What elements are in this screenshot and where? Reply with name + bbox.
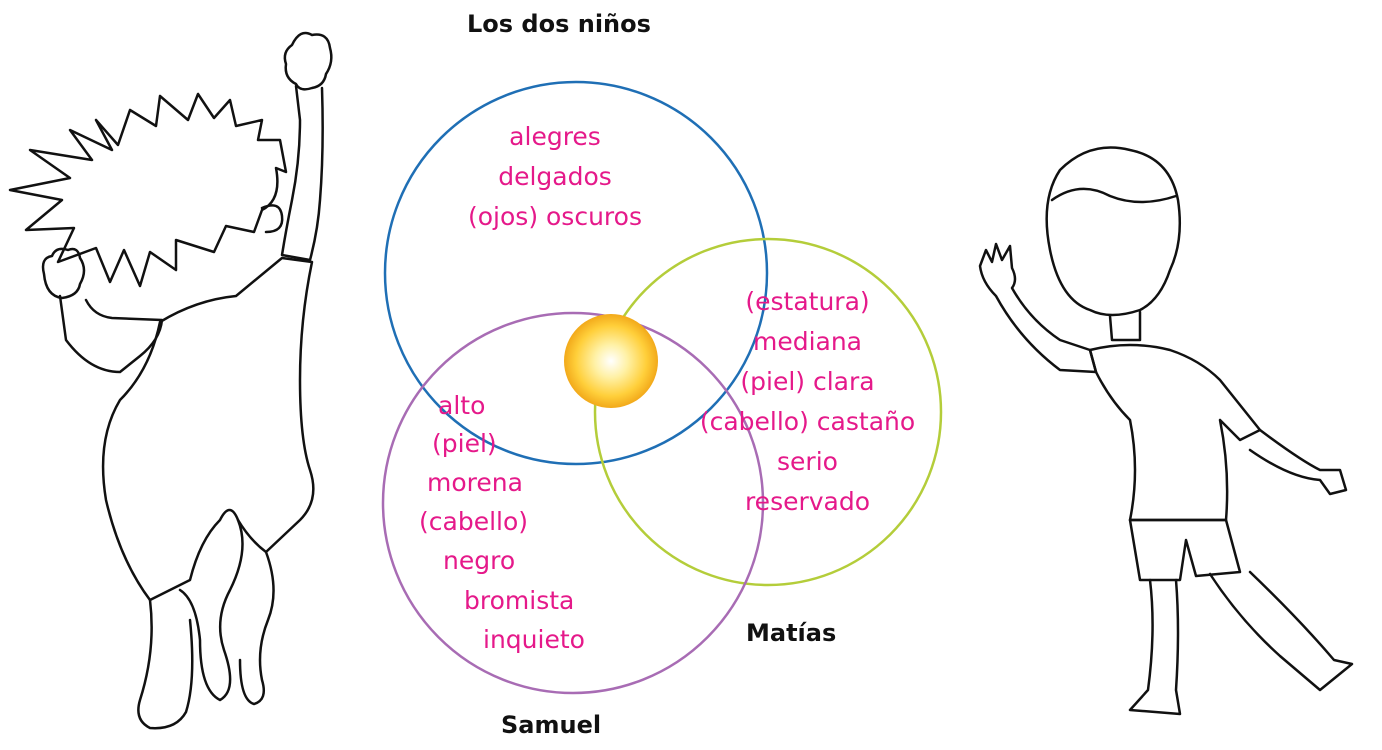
samuel-trait: bromista <box>464 586 575 615</box>
waving-child-outline <box>978 146 1354 716</box>
samuel-trait: (piel) <box>432 429 497 458</box>
matias-trait: reservado <box>744 487 871 516</box>
shared-traits-list: alegres delgados (ojos) oscuros <box>430 117 680 237</box>
jumping-child-outline <box>8 31 333 730</box>
samuel-trait: morena <box>427 468 523 497</box>
venn-circle-los-dos-ninos <box>383 80 769 466</box>
matias-trait: mediana <box>752 327 863 356</box>
shared-trait: delgados <box>498 162 612 191</box>
shared-trait: alegres <box>509 122 601 151</box>
label-matias: Matías <box>746 619 837 647</box>
samuel-trait: negro <box>443 546 516 575</box>
matias-trait: serio <box>777 447 838 476</box>
center-sun-icon <box>564 314 658 408</box>
matias-traits-list: (estatura) mediana (piel) clara (cabello… <box>655 282 960 522</box>
venn-circle-matias <box>593 237 943 587</box>
matias-trait: (cabello) castaño <box>699 407 916 436</box>
samuel-trait: (cabello) <box>419 507 529 536</box>
shared-trait: (ojos) oscuros <box>468 202 642 231</box>
title-los-dos-ninos: Los dos niños <box>467 10 651 38</box>
matias-trait: (estatura) <box>745 287 870 316</box>
samuel-trait: inquieto <box>483 625 585 654</box>
venn-circle-samuel <box>381 311 765 695</box>
label-samuel: Samuel <box>501 711 602 739</box>
samuel-trait: alto <box>438 391 486 420</box>
matias-trait: (piel) clara <box>740 367 875 396</box>
